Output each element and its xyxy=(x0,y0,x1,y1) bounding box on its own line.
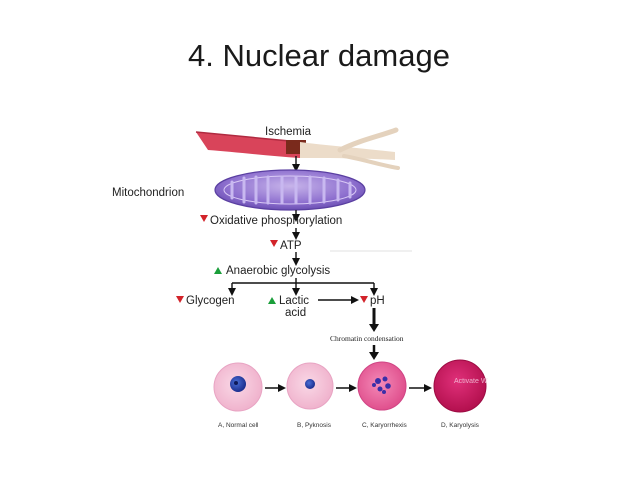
pyknosis-cell xyxy=(286,362,334,410)
karyorrhexis-cell xyxy=(357,361,407,411)
oxidative-label: Oxidative phosphorylation xyxy=(210,215,342,227)
arrow-down-icon xyxy=(360,296,368,303)
arrow-up-icon xyxy=(214,267,222,274)
caption-karyorrhexis: C, Karyorrhexis xyxy=(362,422,408,429)
normal-cell xyxy=(213,362,263,412)
arrow-down-icon xyxy=(200,215,208,222)
caption-karyolysis: D, Karyolysis xyxy=(441,422,480,429)
ph-label: pH xyxy=(370,295,385,307)
caption-pyknosis: B, Pyknosis xyxy=(297,422,332,429)
chromatin-label: Chromatin condensation xyxy=(330,334,404,343)
arrow-up-icon xyxy=(268,297,276,304)
mitochondrion-icon xyxy=(214,169,366,211)
caption-normal-cell: A, Normal cell xyxy=(218,422,259,429)
blood-vessel xyxy=(195,127,400,170)
branch-arrows xyxy=(228,278,378,296)
anaerobic-label: Anaerobic glycolysis xyxy=(226,265,330,277)
slide-title: 4. Nuclear damage xyxy=(188,38,450,73)
arrow-head xyxy=(369,324,379,332)
arrow-head xyxy=(369,352,379,360)
lactic-label: Lactic xyxy=(279,295,309,307)
mitochondrion-label: Mitochondrion xyxy=(112,187,184,199)
watermark-text: Activate W xyxy=(454,378,488,385)
arrow-down-icon xyxy=(176,296,184,303)
ischemia-label: Ischemia xyxy=(265,126,312,138)
karyolysis-cell: Activate W xyxy=(433,359,488,413)
acid-label: acid xyxy=(285,307,306,319)
atp-label: ATP xyxy=(280,240,302,252)
arrow-down-icon xyxy=(270,240,278,247)
glycogen-label: Glycogen xyxy=(186,295,235,307)
